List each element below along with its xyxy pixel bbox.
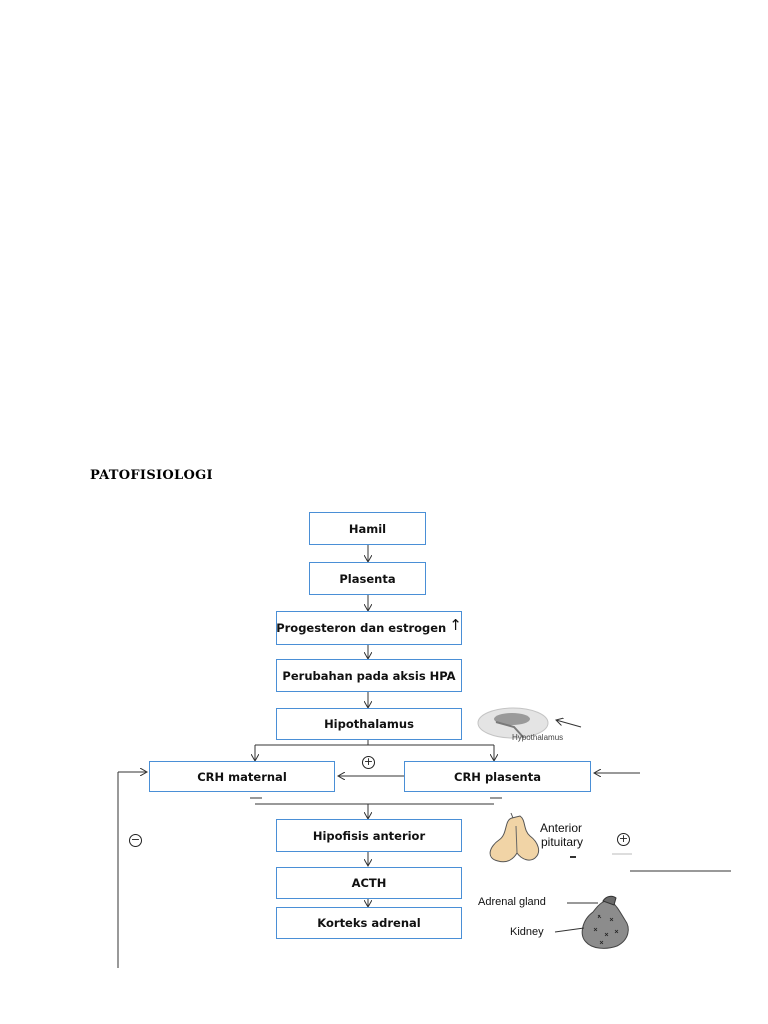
page-heading: PATOFISIOLOGI <box>90 468 213 483</box>
node-korteks-label: Korteks adrenal <box>317 916 421 930</box>
node-acth: ACTH <box>276 867 462 899</box>
node-hipothalamus: Hipothalamus <box>276 708 462 740</box>
hypothalamus-illustration <box>477 707 582 739</box>
pituitary-label-line1: Anterior <box>540 821 583 835</box>
plus-sign-crh: + <box>362 755 375 769</box>
pituitary-label-line2: pituitary <box>541 835 584 849</box>
hypothalamus-label: Hypothalamus <box>512 733 564 742</box>
node-crh-plasenta-label: CRH plasenta <box>454 769 541 784</box>
adrenal-gland-label: Adrenal gland <box>478 896 546 908</box>
plus-sign-pituitary: + <box>617 832 630 846</box>
node-crh-plasenta: CRH plasenta <box>404 761 591 792</box>
node-progesteron-label: Progesteron dan estrogen <box>276 621 447 635</box>
minus-sign-feedback: − <box>129 833 142 847</box>
node-plasenta-label: Plasenta <box>339 571 396 586</box>
adrenal-kidney-illustration <box>554 895 629 949</box>
node-plasenta: Plasenta <box>309 562 426 595</box>
pituitary-illustration <box>489 812 576 863</box>
node-crh-maternal-label: CRH maternal <box>197 769 287 784</box>
kidney-label: Kidney <box>510 926 544 938</box>
node-korteks: Korteks adrenal <box>276 907 462 939</box>
node-hipothalamus-label: Hipothalamus <box>324 717 414 731</box>
node-hipofisis: Hipofisis anterior <box>276 819 462 852</box>
node-crh-maternal: CRH maternal <box>149 761 335 792</box>
node-hipofisis-label: Hipofisis anterior <box>312 828 426 843</box>
node-hamil: Hamil <box>309 512 426 545</box>
node-perubahan-label: Perubahan pada aksis HPA <box>282 668 456 683</box>
node-acth-label: ACTH <box>351 876 387 890</box>
node-hamil-label: Hamil <box>348 521 387 536</box>
node-perubahan: Perubahan pada aksis HPA <box>276 659 462 692</box>
node-progesteron: Progesteron dan estrogen ↑ <box>276 611 462 645</box>
increase-arrow-icon: ↑ <box>449 616 462 634</box>
